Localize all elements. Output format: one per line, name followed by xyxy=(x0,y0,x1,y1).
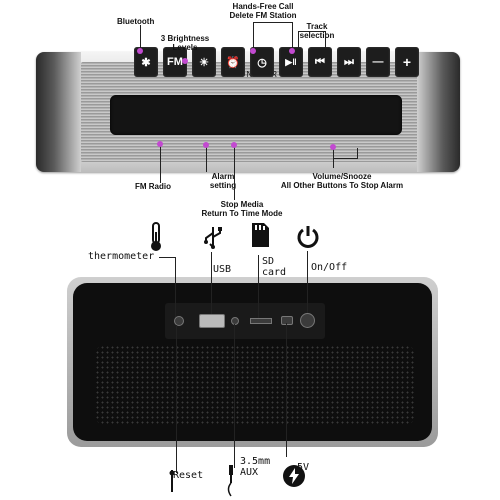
label-usb: USB xyxy=(213,264,232,275)
callout-dot xyxy=(250,48,256,54)
io-panel xyxy=(165,303,325,339)
callout-dot xyxy=(203,142,209,148)
aux-jack[interactable] xyxy=(231,317,239,325)
sun-icon: ☀ xyxy=(199,56,209,69)
label-stop-media: Stop Media Return To Time Mode xyxy=(201,200,283,218)
alarm-key[interactable]: ⏰ xyxy=(221,47,245,77)
label-aux: 3.5mm AUX xyxy=(240,456,271,478)
label-thermometer: thermometer xyxy=(88,251,155,262)
thermometer-icon xyxy=(151,222,161,251)
usb-icon xyxy=(204,227,222,249)
sd-card-icon xyxy=(252,223,269,247)
label-alarm-setting: Alarm setting xyxy=(209,172,237,190)
aux-cable-icon xyxy=(227,465,233,497)
label-hands-free: Hands-Free Call Delete FM Station xyxy=(229,2,297,20)
speaker-endcap-left xyxy=(36,52,81,172)
label-bluetooth: Bluetooth xyxy=(117,17,155,26)
brightness-key[interactable]: ☀ xyxy=(192,47,216,77)
plus-icon: + xyxy=(402,54,412,70)
next-track-icon: ⏭ xyxy=(344,55,354,68)
callout-dot xyxy=(330,144,336,150)
alarm-clock-icon: ⏰ xyxy=(226,56,240,69)
lightning-icon xyxy=(283,465,305,487)
sd-card-slot[interactable] xyxy=(250,318,272,324)
label-brightness: 3 Brightness Levels xyxy=(160,34,210,52)
speaker-grill xyxy=(95,345,415,425)
label-reset: Reset xyxy=(173,470,204,481)
previous-track-icon: ⏮ xyxy=(315,55,325,68)
label-on-off: On/Off xyxy=(311,262,348,273)
clock-icon: ◷ xyxy=(257,56,267,69)
previous-track-key[interactable]: ⏮ xyxy=(308,47,332,77)
touch-control-bar xyxy=(110,95,402,135)
callout-dot xyxy=(231,142,237,148)
usb-port[interactable] xyxy=(199,314,225,328)
power-5v-port[interactable] xyxy=(281,316,293,325)
power-button[interactable] xyxy=(300,313,315,328)
label-fm-radio: FM Radio xyxy=(135,182,171,191)
speaker-front-view xyxy=(67,277,438,447)
callout-dot xyxy=(137,48,143,54)
minus-icon: — xyxy=(372,56,384,68)
callout-dot xyxy=(182,58,188,64)
fm-label: FM xyxy=(167,56,183,68)
volume-down-key[interactable]: — xyxy=(366,47,390,77)
power-icon xyxy=(297,226,319,248)
label-5v: 5V xyxy=(297,462,310,473)
volume-up-key[interactable]: + xyxy=(395,47,419,77)
callout-dot xyxy=(157,141,163,147)
label-sd-card: SD card xyxy=(262,256,287,278)
play-pause-phone-icon: ▶‖ xyxy=(285,56,297,67)
reset-hole[interactable] xyxy=(174,316,184,326)
next-track-key[interactable]: ⏭ xyxy=(337,47,361,77)
callout-dot xyxy=(289,48,295,54)
label-track-selection: Track selection xyxy=(299,22,335,40)
speaker-endcap-right xyxy=(417,52,460,172)
bluetooth-icon: ✱ xyxy=(141,56,151,69)
label-volume-snooze: Volume/Snooze All Other Buttons To Stop … xyxy=(280,172,404,190)
brand-logo: ORIONSTAR xyxy=(222,70,278,79)
reset-pin-icon xyxy=(169,470,175,492)
